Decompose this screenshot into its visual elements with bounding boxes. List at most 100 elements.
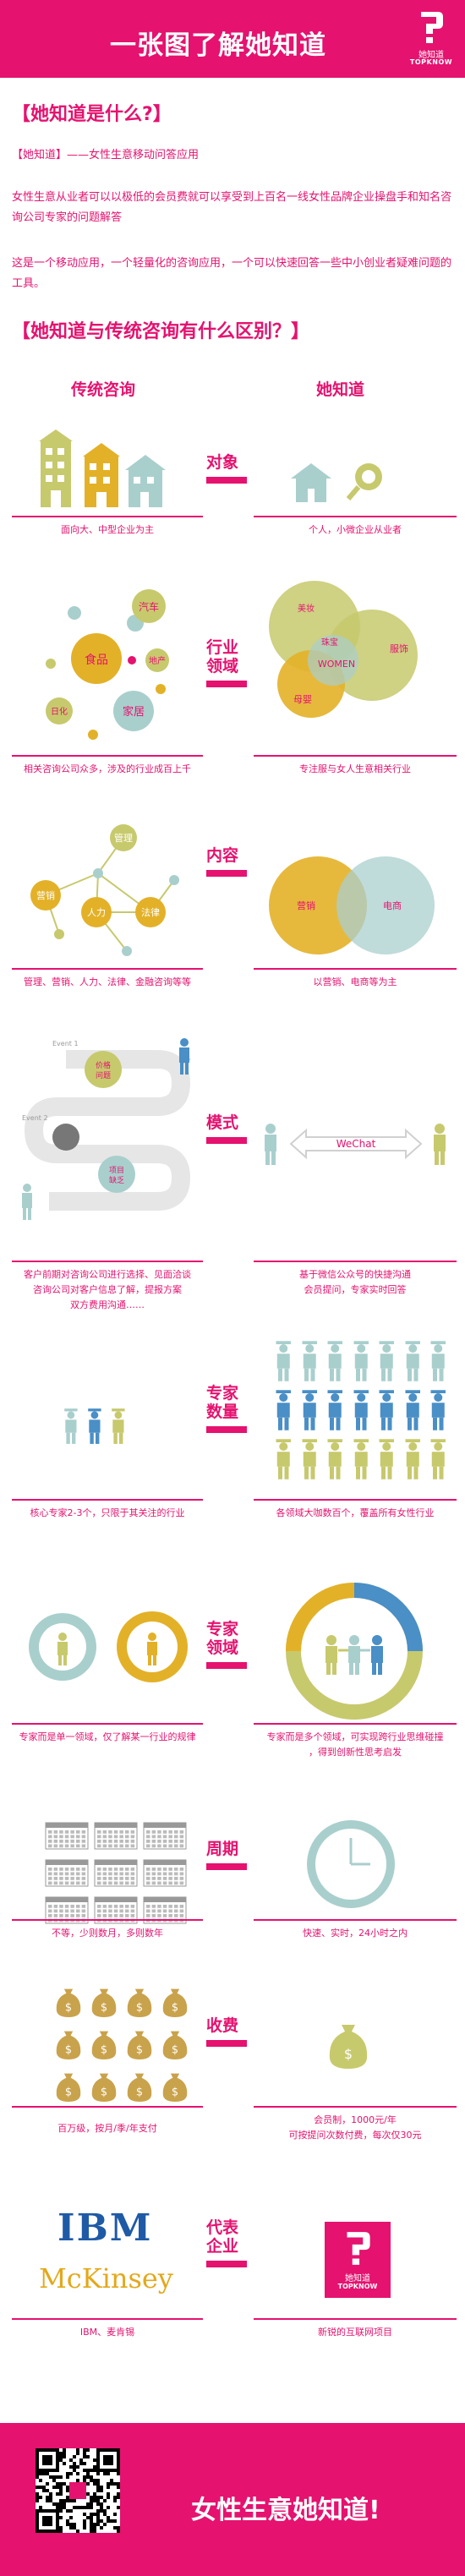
svg-text:$: $ [101,2043,107,2056]
caption-right: 个人，小微企业从业者 [309,524,402,535]
person-icon [265,1124,276,1165]
svg-text:$: $ [136,2001,143,2014]
industry-bubbles: 汽车 食品 地产 日化 家居 [46,589,169,740]
wechat-label: WeChat [336,1138,376,1150]
bubble-auto [132,589,166,623]
caption-left: 核心专家2-3个，只限于其关注的行业 [30,1507,185,1518]
caption-left-3: 双方费用沟通…… [70,1299,145,1310]
person-icon [379,1439,394,1479]
money-bag-icon: $ [162,2031,188,2059]
bubble-realestate [145,648,169,672]
question-mark-logo-icon [347,2232,370,2265]
question-mark-logo-icon [421,12,443,43]
intro-paragraph-1: 女性生意从业者可以以极低的会员费就可以享受到上百名一线女性品牌企业操盘手和知名咨… [12,191,452,224]
person-icon [430,1341,446,1381]
category-label-experts-2: 数量 [206,1403,239,1421]
money-bag-icon: $ [56,2073,81,2102]
divider-left [12,1261,203,1262]
person-row [271,1389,457,1438]
svg-text:$: $ [65,2086,72,2098]
category-bar [206,477,247,484]
venn-label: 美妆 [298,603,315,614]
venn-label: WOMEN [318,659,355,670]
section-industry: 汽车 食品 地产 日化 家居 行业 领域 美妆 珠宝 服饰 母婴 WOMEN 相… [0,579,465,799]
wechat-connection: WeChat [265,1124,446,1165]
bubble-label: 地产 [149,655,166,666]
calendar-icon [45,1859,89,1887]
svg-text:$: $ [65,2043,72,2056]
bubble-food [71,633,122,684]
caption-right: 快速、实时，24小时之内 [303,1928,408,1939]
person-icon [327,1341,342,1381]
section-target: 对象 面向大、中型企业为主 个人，小微企业从业者 [0,423,465,550]
divider-right [254,2106,457,2108]
svg-text:$: $ [172,2001,178,2014]
divider-right [254,1499,457,1501]
money-bag-icon: $ [127,2031,152,2059]
bubble-label: 汽车 [139,600,159,613]
caption-left: 管理、营销、人力、法律、金融咨询等等 [24,976,191,987]
divider-right [254,516,457,517]
svg-text:$: $ [65,2001,72,2014]
calendar-icon [143,1859,187,1887]
category-bar [206,681,247,687]
money-bag-icon: $ [91,1988,117,2017]
person-icon [111,1408,125,1444]
category-label-experts-1: 专家 [206,1384,239,1403]
node-label: 法律 [141,906,160,918]
calendar-grid-icons [42,1818,194,1924]
svg-text:$: $ [344,2046,353,2062]
money-bag-icon: $ [91,2073,117,2102]
content-network: 管理 营销 人力 法律 [30,824,179,956]
person-icon [405,1341,420,1381]
money-bag-icon: $ [127,1988,152,2017]
money-bag-icon: $ [162,1988,188,2017]
calendar-icon [143,1822,187,1850]
person-row [271,1438,457,1487]
calendar-icon [143,1896,187,1924]
divider-left [12,1723,203,1725]
category-bar [206,1426,247,1433]
section-expert-count: 专家 数量 核心专家2-3个，只限于其关注的行业 各领域大咖数百个，覆盖所有女性… [0,1332,465,1543]
caption-left-2: 咨询公司对客户信息了解，提报方案 [33,1284,182,1295]
person-icon [302,1390,317,1430]
venn-label: 营销 [297,900,315,911]
category-label-industry-2: 领域 [206,657,239,675]
caption-left: IBM、麦肯锡 [79,2327,135,2338]
svg-text:问题: 问题 [96,1070,111,1080]
divider-right [254,2318,457,2320]
svg-text:价格: 价格 [96,1060,111,1070]
person-icon [276,1341,291,1381]
person-icon [353,1439,369,1479]
bubble-label: 家居 [123,705,145,719]
section-mode: Event 1 Event 2 价格 问题 项目 缺乏 模式 WeChat 客户… [0,1036,465,1332]
footer-slogan: 女性生意她知道! [191,2496,380,2525]
logo-text-cn: 她知道 [345,2274,370,2283]
column-title-traditional: 传统咨询 [71,380,136,399]
caption-left: 百万级，按月/季/年支付 [57,2123,157,2134]
clock-icon [307,1820,395,1908]
category-label-companies-1: 代表 [206,2218,239,2237]
calendar-icon [45,1896,89,1924]
category-bar [206,1863,247,1870]
category-bar [206,2261,247,2267]
question-what-is: 【她知道是什么?】 [12,104,172,125]
qr-code[interactable] [36,2448,120,2533]
topknow-logo-tile: 她知道 TOPKNOW [325,2222,391,2298]
person-icon [22,1184,32,1220]
divider-left [12,968,203,970]
calendar-icon [94,1822,138,1850]
svg-text:项目: 项目 [109,1166,124,1175]
svg-text:$: $ [101,2001,107,2014]
person-icon [87,1408,101,1444]
divider-left [12,755,203,757]
node-label: 人力 [87,907,106,918]
svg-text:$: $ [136,2086,143,2098]
money-bag-icon: $ [162,2073,188,2102]
step-dot [52,1124,79,1151]
person-icon [405,1390,420,1430]
person-row [271,1340,457,1389]
person-icon [405,1439,420,1479]
caption-right-2: ，得到创新性思考启发 [309,1747,402,1758]
category-label-field-1: 专家 [206,1620,239,1638]
